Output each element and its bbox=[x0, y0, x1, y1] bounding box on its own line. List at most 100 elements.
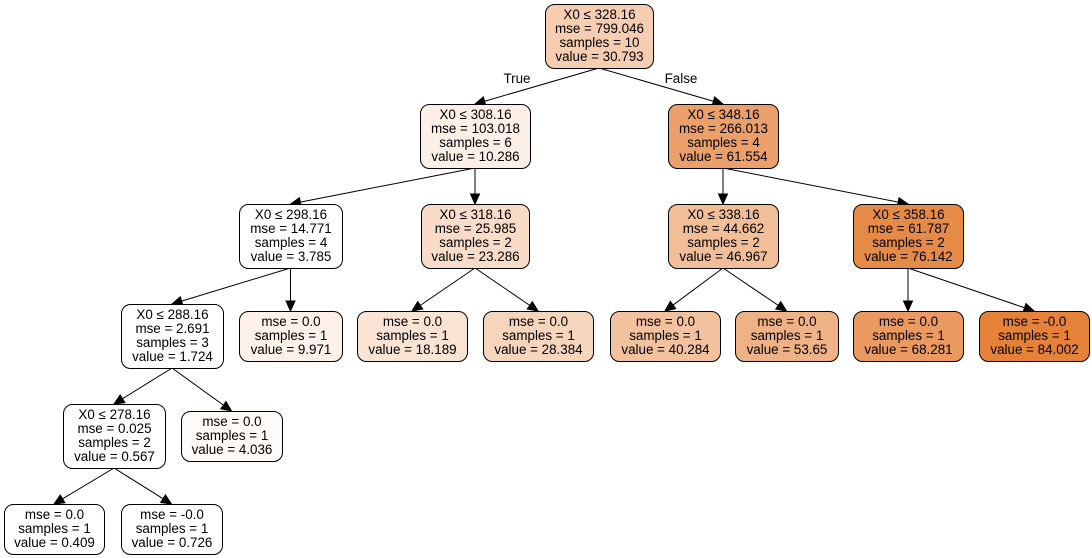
edge-n1-n3 bbox=[289, 167, 476, 208]
node-box bbox=[420, 104, 531, 169]
node-text-line: X0 ≤ 338.16 bbox=[687, 207, 759, 222]
edge-n6-n14 bbox=[907, 267, 1036, 313]
node-text-line: value = 9.971 bbox=[251, 342, 332, 357]
node-text-line: samples = 1 bbox=[998, 328, 1071, 343]
node-text-line: samples = 1 bbox=[376, 328, 449, 343]
node-text-line: mse = 799.046 bbox=[555, 21, 644, 36]
node-text-line: mse = 0.0 bbox=[757, 314, 816, 329]
arrowhead-icon bbox=[219, 400, 233, 412]
edge-n7-n15 bbox=[112, 367, 173, 405]
node-text-line: X0 ≤ 298.16 bbox=[255, 207, 327, 222]
node-text-line: value = 3.785 bbox=[251, 249, 332, 264]
node-text-line: mse = 0.0 bbox=[383, 314, 442, 329]
node-text-line: mse = 266.013 bbox=[679, 121, 768, 136]
node-text-line: mse = 0.025 bbox=[77, 421, 151, 436]
node-text-line: samples = 1 bbox=[255, 328, 328, 343]
node-text-line: samples = 1 bbox=[136, 521, 209, 536]
node-text-line: mse = -0.0 bbox=[140, 507, 204, 522]
node-text-line: mse = 0.0 bbox=[261, 314, 320, 329]
node-text-line: samples = 2 bbox=[439, 235, 512, 250]
node-text-line: samples = 1 bbox=[629, 328, 702, 343]
node-box bbox=[979, 311, 1090, 362]
node-text-line: samples = 1 bbox=[502, 328, 575, 343]
edge-n15-n17 bbox=[52, 467, 115, 505]
arrowhead-icon bbox=[774, 300, 788, 312]
node-text-line: X0 ≤ 328.16 bbox=[563, 7, 635, 22]
edge-line bbox=[722, 167, 899, 203]
edge-line bbox=[722, 267, 779, 306]
edge-line bbox=[300, 167, 476, 203]
arrowhead-icon bbox=[410, 300, 424, 312]
node-box bbox=[239, 204, 343, 269]
edges-layer: True False bbox=[52, 67, 1036, 505]
node-text-line: value = 28.384 bbox=[494, 342, 583, 357]
node-box bbox=[545, 4, 654, 69]
arrowhead-icon bbox=[902, 300, 914, 313]
node-text-line: mse = -0.0 bbox=[1003, 314, 1067, 329]
arrowhead-icon bbox=[664, 300, 677, 312]
node-text-line: mse = 25.985 bbox=[435, 221, 517, 236]
node-text-line: mse = 61.787 bbox=[868, 221, 950, 236]
node-text-line: mse = 0.0 bbox=[636, 314, 695, 329]
arrowhead-icon bbox=[112, 393, 126, 405]
node-text-line: value = 0.567 bbox=[74, 449, 155, 464]
node-text-line: value = 40.284 bbox=[621, 342, 710, 357]
node-text-line: mse = 0.0 bbox=[202, 414, 261, 429]
edge-n3-n8 bbox=[285, 268, 296, 313]
node-text-line: mse = 14.771 bbox=[250, 221, 332, 236]
node-text-line: value = 23.286 bbox=[431, 249, 519, 264]
edge-line bbox=[419, 267, 476, 306]
node-text-line: samples = 10 bbox=[559, 35, 639, 50]
node-text-line: value = 4.036 bbox=[192, 442, 273, 457]
node-text-line: value = 18.189 bbox=[368, 342, 456, 357]
edge-line bbox=[181, 267, 291, 302]
edge-line bbox=[672, 267, 724, 306]
node-box bbox=[121, 304, 224, 369]
node-box bbox=[63, 404, 166, 469]
node-box bbox=[668, 104, 779, 169]
edge-line bbox=[598, 67, 714, 102]
node-text-line: samples = 1 bbox=[751, 328, 824, 343]
edge-n3-n7 bbox=[170, 267, 291, 306]
node-text-line: value = 76.142 bbox=[864, 249, 952, 264]
node-text-line: value = 68.281 bbox=[864, 342, 952, 357]
node-text-line: value = 53.65 bbox=[747, 342, 828, 357]
arrowhead-icon bbox=[526, 300, 540, 312]
node-text-line: samples = 1 bbox=[872, 328, 945, 343]
node-box bbox=[421, 204, 530, 269]
node-text-line: X0 ≤ 278.16 bbox=[78, 407, 150, 422]
edge-n7-n16 bbox=[171, 367, 233, 412]
edge-n4-n10 bbox=[474, 267, 540, 312]
edge-line bbox=[113, 467, 164, 500]
node-box bbox=[735, 311, 839, 362]
node-text-line: X0 ≤ 318.16 bbox=[439, 207, 511, 222]
node-text-line: mse = 0.0 bbox=[25, 507, 84, 522]
node-text-line: value = 0.726 bbox=[132, 535, 213, 550]
edge-n2-n5 bbox=[717, 168, 729, 206]
node-text-line: mse = 0.0 bbox=[509, 314, 568, 329]
node-text-line: value = 46.967 bbox=[679, 249, 767, 264]
node-text-line: X0 ≤ 308.16 bbox=[439, 107, 511, 122]
arrowhead-icon bbox=[1022, 302, 1036, 313]
edge-n4-n9 bbox=[410, 267, 476, 312]
node-box bbox=[4, 504, 105, 555]
edge-n2-n6 bbox=[722, 167, 910, 208]
node-text-line: X0 ≤ 358.16 bbox=[872, 207, 944, 222]
edge-line bbox=[171, 367, 224, 406]
node-text-line: value = 10.286 bbox=[431, 149, 519, 164]
edge-label-false: False bbox=[665, 71, 698, 86]
edge-label-true: True bbox=[503, 71, 530, 86]
arrowhead-icon bbox=[285, 300, 296, 313]
node-text-line: mse = 44.662 bbox=[683, 221, 765, 236]
